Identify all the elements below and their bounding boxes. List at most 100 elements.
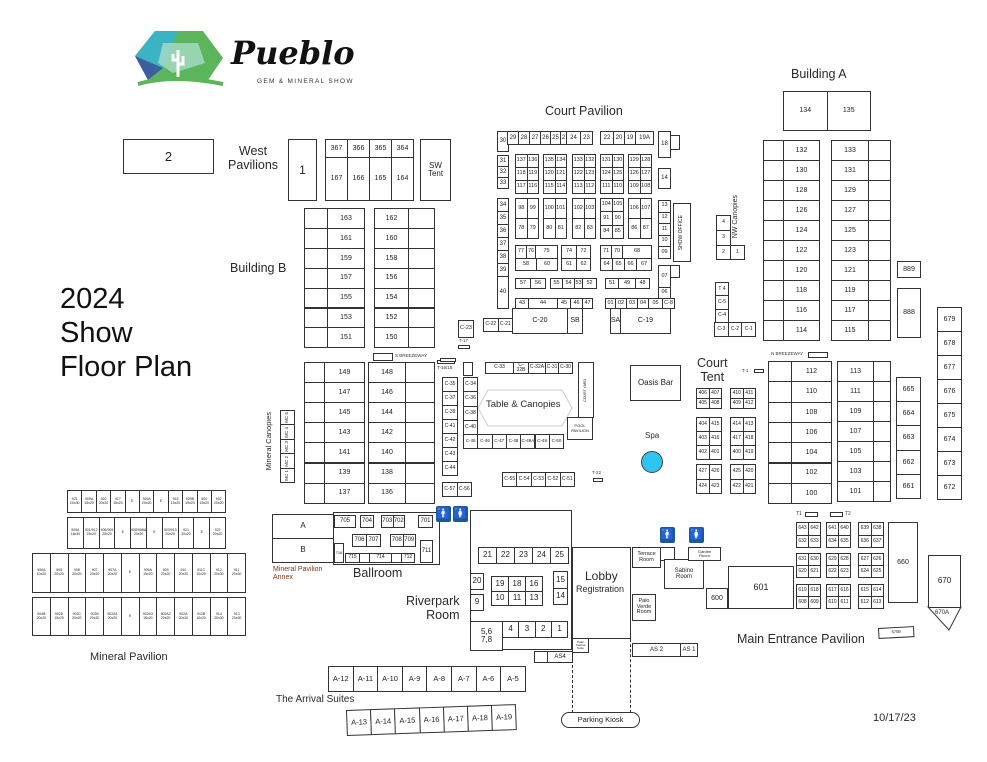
booth-a-17[interactable]: A-17 — [442, 705, 469, 733]
booth-913-20x30[interactable]: 913 20x30 — [227, 597, 246, 636]
booth-blank[interactable] — [408, 287, 435, 309]
booth-133[interactable]: 133 — [831, 140, 869, 161]
booth-149[interactable]: 149 — [324, 362, 365, 384]
booth-415[interactable]: 415 — [708, 417, 722, 432]
booth-mc-4[interactable]: MC 4 — [280, 424, 295, 440]
booth-624[interactable]: 624 — [858, 565, 872, 578]
booth-19a[interactable]: 19A — [635, 131, 654, 145]
booth-126[interactable]: 126 — [783, 200, 820, 221]
booth-c-49[interactable]: C-49 — [534, 434, 550, 449]
booth-676[interactable]: 676 — [937, 379, 962, 404]
booth-terrace-room[interactable]: Terrace Room — [632, 547, 661, 568]
booth-blank[interactable] — [868, 140, 891, 161]
booth-148[interactable]: 148 — [368, 362, 406, 384]
booth-9[interactable]: 9 — [470, 594, 484, 611]
booth-640[interactable]: 640 — [838, 522, 851, 536]
booth-56[interactable]: 56 — [530, 278, 546, 289]
booth-401[interactable]: 401 — [708, 445, 722, 460]
booth-146[interactable]: 146 — [368, 382, 406, 404]
booth-143[interactable]: 143 — [324, 422, 365, 444]
booth-111[interactable]: 111 — [837, 381, 874, 402]
booth-a-5[interactable]: A-5 — [500, 666, 526, 692]
booth-142[interactable]: 142 — [368, 422, 406, 444]
booth-c-31[interactable]: C-31 — [545, 362, 559, 374]
booth-blank[interactable] — [868, 220, 891, 241]
booth-12[interactable]: 12 — [658, 211, 671, 225]
booth-4[interactable]: 4 — [716, 215, 731, 231]
booth-636[interactable]: 636 — [858, 534, 872, 548]
booth-36[interactable]: 36 — [497, 224, 509, 238]
booth-661[interactable]: 661 — [896, 473, 921, 499]
booth-c-30[interactable]: C-30 — [558, 362, 573, 374]
booth-921-20x20[interactable]: 921 20x20 — [177, 517, 195, 549]
booth-2[interactable]: 2 — [123, 139, 214, 174]
booth-127[interactable]: 127 — [639, 167, 652, 181]
booth-blank[interactable] — [873, 481, 891, 502]
booth-e[interactable]: E — [124, 490, 140, 513]
booth-5,6-7,8[interactable]: 5,6 7,8 — [470, 621, 503, 651]
booth-135[interactable]: 135 — [826, 91, 871, 131]
booth-400[interactable]: 400 — [730, 445, 744, 460]
booth-921-20x30[interactable]: 921 20x30 — [67, 490, 83, 513]
booth-906a-10x20[interactable]: 906A 10x20 — [32, 553, 51, 593]
booth-110[interactable]: 110 — [611, 180, 624, 194]
booth-712[interactable]: 712 — [401, 553, 415, 563]
booth-c-43[interactable]: C-43 — [442, 447, 458, 462]
booth-1[interactable]: 1 — [288, 139, 317, 201]
booth-125[interactable]: 125 — [831, 220, 869, 241]
booth-129[interactable]: 129 — [831, 180, 869, 201]
booth-blank[interactable] — [763, 160, 784, 181]
booth-413[interactable]: 413 — [742, 417, 756, 432]
booth-06[interactable]: 06 — [658, 287, 671, 299]
booth-889[interactable]: 889 — [897, 261, 921, 278]
booth-633[interactable]: 633 — [808, 534, 821, 548]
booth-664[interactable]: 664 — [896, 401, 921, 427]
booth-a[interactable]: A — [272, 514, 334, 539]
booth-mc-5[interactable]: MC 5 — [280, 410, 295, 426]
booth-blank[interactable] — [868, 300, 891, 321]
booth-blank[interactable] — [304, 327, 328, 349]
booth-119[interactable]: 119 — [831, 280, 869, 301]
booth-a-18[interactable]: A-18 — [466, 704, 494, 732]
booth-blank[interactable] — [763, 300, 784, 321]
booth-157[interactable]: 157 — [327, 267, 365, 289]
booth-117[interactable]: 117 — [831, 300, 869, 321]
booth-21[interactable]: 21 — [478, 547, 497, 564]
booth-c-42[interactable]: C-42 — [442, 433, 458, 448]
booth-706[interactable]: 706 — [352, 534, 367, 547]
booth-639[interactable]: 639 — [858, 522, 872, 536]
booth-166[interactable]: 166 — [347, 157, 370, 201]
booth-920-20x20[interactable]: 920 20x20 — [95, 490, 112, 513]
booth-83[interactable]: 83 — [583, 218, 596, 239]
booth-blank[interactable] — [763, 200, 784, 221]
booth-716[interactable]: 716 — [334, 543, 344, 563]
booth-136[interactable]: 136 — [368, 482, 406, 504]
booth-917-15x20[interactable]: 917 15x20 — [110, 490, 126, 513]
booth-c-50[interactable]: C-50 — [548, 434, 565, 449]
booth-158[interactable]: 158 — [374, 247, 409, 269]
booth-a-14[interactable]: A-14 — [370, 708, 397, 736]
booth-48[interactable]: 48 — [635, 278, 650, 289]
booth-905a-15x20[interactable]: 905A 15x20 — [81, 490, 97, 513]
booth-128[interactable]: 128 — [639, 154, 652, 168]
booth-908-20x20[interactable]: 908 20x20 — [67, 553, 87, 593]
booth-637[interactable]: 637 — [870, 534, 884, 548]
booth-402[interactable]: 402 — [696, 445, 710, 460]
booth-74[interactable]: 74 — [561, 245, 577, 259]
booth-113[interactable]: 113 — [837, 361, 874, 382]
booth-114[interactable]: 114 — [783, 320, 820, 341]
booth-52[interactable]: 52 — [582, 278, 597, 289]
booth-blank[interactable] — [868, 180, 891, 201]
booth-c-57[interactable]: C-57 — [442, 482, 458, 497]
booth-123[interactable]: 123 — [831, 240, 869, 261]
booth-672[interactable]: 672 — [937, 475, 962, 500]
booth-blank[interactable] — [405, 362, 435, 384]
booth-blank[interactable] — [763, 140, 784, 161]
booth-420[interactable]: 420 — [742, 464, 756, 480]
booth-416[interactable]: 416 — [708, 431, 722, 446]
booth-405[interactable]: 405 — [696, 398, 710, 409]
booth-167[interactable]: 167 — [325, 157, 348, 201]
booth-blank[interactable] — [768, 401, 792, 423]
booth-blank[interactable] — [304, 247, 328, 269]
booth-670b[interactable]: 670B — [878, 626, 915, 639]
